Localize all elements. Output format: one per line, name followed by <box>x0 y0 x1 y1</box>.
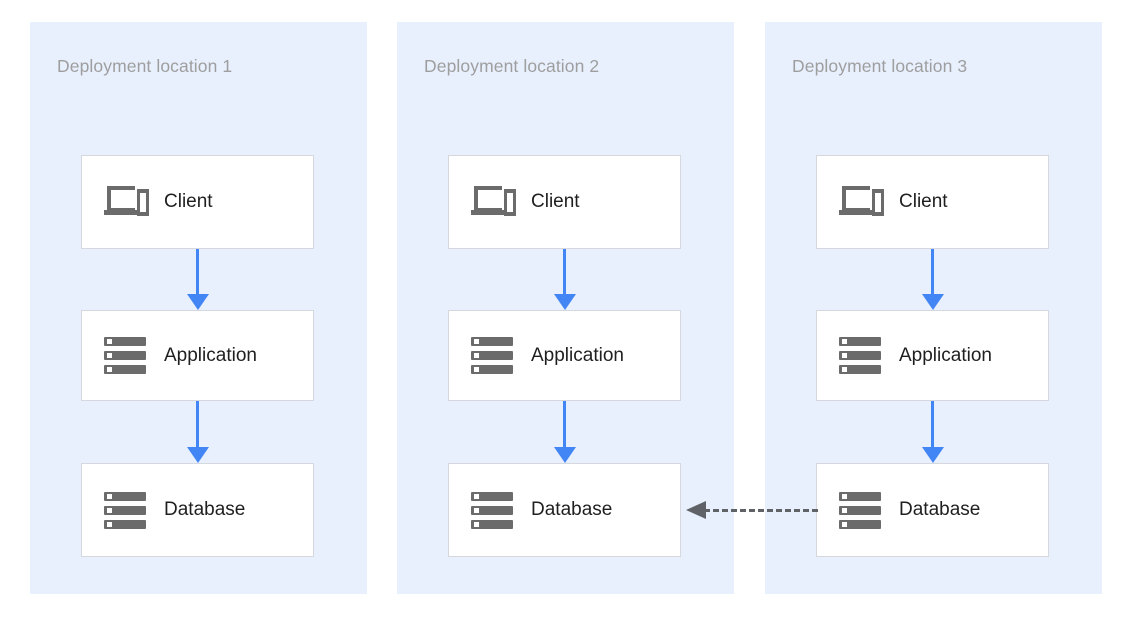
server-icon <box>104 335 150 377</box>
node-label: Application <box>164 344 257 366</box>
server-bar <box>471 365 513 374</box>
node-label: Database <box>164 499 246 520</box>
arrow-line <box>196 401 199 447</box>
arrow-line <box>931 249 934 294</box>
node-label: Client <box>899 191 948 212</box>
node-application[interactable]: Application <box>448 310 681 401</box>
deployment-location-panel-2: Deployment location 2 Client <box>397 22 734 594</box>
node-label: Client <box>164 191 213 212</box>
server-icon <box>104 489 150 531</box>
node-client[interactable]: Client <box>448 155 681 249</box>
node-client[interactable]: Client <box>816 155 1049 249</box>
arrow-application-to-database <box>187 401 209 463</box>
arrow-line <box>196 249 199 294</box>
server-bar <box>104 337 146 346</box>
server-bar <box>104 519 146 529</box>
devices-icon <box>471 181 517 223</box>
arrow-head-icon <box>922 447 944 463</box>
arrow-application-to-database <box>554 401 576 463</box>
node-label: Application <box>531 344 624 366</box>
arrow-head-icon <box>554 294 576 310</box>
node-database[interactable]: Database <box>448 463 681 557</box>
deployment-location-panel-3: Deployment location 3 Client <box>765 22 1102 594</box>
server-bar <box>471 351 513 360</box>
arrow-head-icon <box>554 447 576 463</box>
server-bar <box>839 351 881 360</box>
panel-title: Deployment location 2 <box>424 56 600 76</box>
node-database[interactable]: Database <box>81 463 314 557</box>
server-icon <box>839 489 885 531</box>
node-label: Database <box>899 499 981 520</box>
node-client[interactable]: Client <box>81 155 314 249</box>
server-bar <box>471 491 513 501</box>
server-bar <box>839 505 881 515</box>
node-label: Client <box>531 191 580 212</box>
arrow-head-icon <box>922 294 944 310</box>
server-bar <box>104 491 146 501</box>
arrow-client-to-application <box>187 249 209 310</box>
arrow-line <box>931 401 934 447</box>
server-icon <box>839 335 885 377</box>
arrow-head-icon <box>187 447 209 463</box>
server-bar <box>104 505 146 515</box>
server-bar <box>839 519 881 529</box>
arrow-application-to-database <box>922 401 944 463</box>
node-database[interactable]: Database <box>816 463 1049 557</box>
node-application[interactable]: Application <box>816 310 1049 401</box>
devices-icon <box>104 181 150 223</box>
node-label: Database <box>531 499 613 520</box>
server-bar <box>839 491 881 501</box>
server-bar <box>839 365 881 374</box>
devices-icon <box>839 181 885 223</box>
server-bar <box>471 337 513 346</box>
server-icon <box>471 335 517 377</box>
server-bar <box>839 337 881 346</box>
arrow-head-icon <box>187 294 209 310</box>
arrow-client-to-application <box>554 249 576 310</box>
server-bar <box>104 365 146 374</box>
server-icon <box>471 489 517 531</box>
node-application[interactable]: Application <box>81 310 314 401</box>
arrow-line <box>563 401 566 447</box>
node-label: Application <box>899 344 992 366</box>
panel-title: Deployment location 3 <box>792 56 968 76</box>
panel-title: Deployment location 1 <box>57 56 233 76</box>
deployment-location-panel-1: Deployment location 1 Client <box>30 22 367 594</box>
server-bar <box>104 351 146 360</box>
arrow-line <box>563 249 566 294</box>
arrow-client-to-application <box>922 249 944 310</box>
server-bar <box>471 519 513 529</box>
server-bar <box>471 505 513 515</box>
